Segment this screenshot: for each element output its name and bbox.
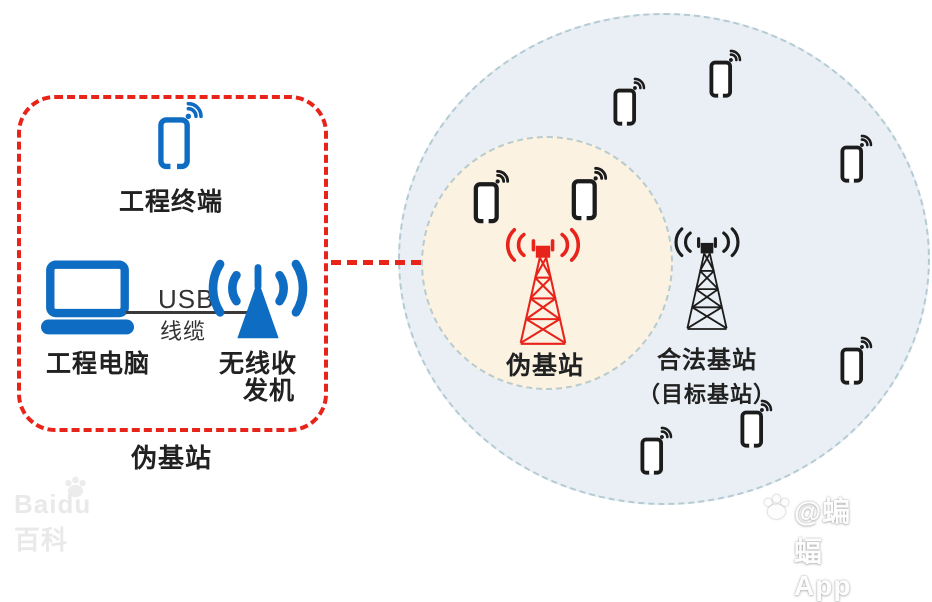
equipment-box	[17, 95, 328, 432]
bat-watermark-text: @蝙蝠App	[794, 496, 852, 601]
phone-icon	[840, 132, 875, 185]
phone-icon	[570, 167, 608, 221]
fake-zone-label: 伪基站	[506, 352, 585, 380]
equipment-box-caption: 伪基站	[131, 443, 213, 473]
legit-tower-label: 合法基站 （目标基站）	[617, 340, 797, 409]
usb-label-line1: USB	[158, 284, 215, 314]
wireless-transceiver-icon	[208, 258, 308, 346]
transceiver-label-line1: 无线收	[219, 350, 298, 378]
phone-icon	[740, 397, 775, 450]
transceiver-label-line2: 发机	[243, 377, 296, 405]
phone-icon	[709, 47, 744, 100]
phone-icon	[840, 334, 875, 387]
connector-dashed-line	[331, 260, 421, 265]
terminal-label: 工程终端	[119, 188, 224, 216]
phone-icon	[472, 170, 510, 224]
phone-icon	[613, 75, 648, 128]
legit-label-line1: 合法基站	[657, 347, 757, 374]
legit-base-station-tower-icon	[674, 227, 740, 331]
usb-label-line2: 线缆	[160, 319, 207, 344]
legit-label-line2: （目标基站）	[637, 382, 776, 407]
paw-icon	[764, 494, 789, 519]
computer-label: 工程电脑	[46, 350, 151, 378]
baidu-watermark-text: Baidu百科	[14, 489, 92, 555]
phone-icon	[640, 424, 675, 477]
engineering-terminal-phone-icon	[156, 102, 204, 170]
usb-cable-line	[126, 311, 248, 314]
laptop-icon	[39, 260, 136, 340]
fake-base-station-tower-icon	[505, 227, 581, 346]
